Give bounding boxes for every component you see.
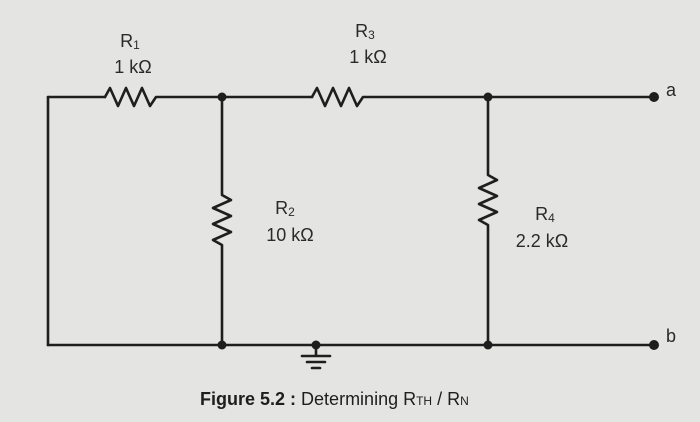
- terminal-b-label: b: [666, 326, 677, 346]
- resistor-r1-value: 1 kΩ: [114, 57, 152, 77]
- terminal-a-dot: [649, 92, 659, 102]
- caption-text: Determining R: [301, 389, 417, 409]
- figure-caption: Figure 5.2 : Determining RTH / RN: [200, 389, 469, 410]
- resistor-r4-symbol: [477, 95, 499, 347]
- junction-dot: [217, 92, 227, 102]
- figure-number: Figure 5.2 :: [200, 389, 297, 409]
- resistor-r1-name: R1: [120, 31, 140, 52]
- resistor-r4-value: 2.2 kΩ: [515, 231, 569, 251]
- caption-sub-n: N: [460, 394, 469, 408]
- resistor-r3-name: R3: [355, 21, 375, 42]
- ground-symbol: [300, 343, 332, 370]
- resistor-r2-name: R2: [275, 198, 295, 219]
- resistor-r2-symbol: [211, 95, 233, 347]
- junction-dot: [217, 340, 227, 350]
- terminal-a-label: a: [666, 80, 677, 100]
- caption-slash: / R: [437, 389, 461, 409]
- resistor-r4-name: R4: [535, 204, 555, 225]
- resistor-r3-symbol: [310, 86, 490, 108]
- caption-sub-th: TH: [416, 394, 433, 408]
- resistor-r2-value: 10 kΩ: [266, 225, 314, 245]
- terminal-b-dot: [649, 340, 659, 350]
- junction-dot: [483, 92, 493, 102]
- resistor-r3-value: 1 kΩ: [349, 47, 387, 67]
- junction-dot: [483, 340, 493, 350]
- junction-dot: [311, 340, 321, 350]
- resistor-r1-symbol: [103, 86, 224, 108]
